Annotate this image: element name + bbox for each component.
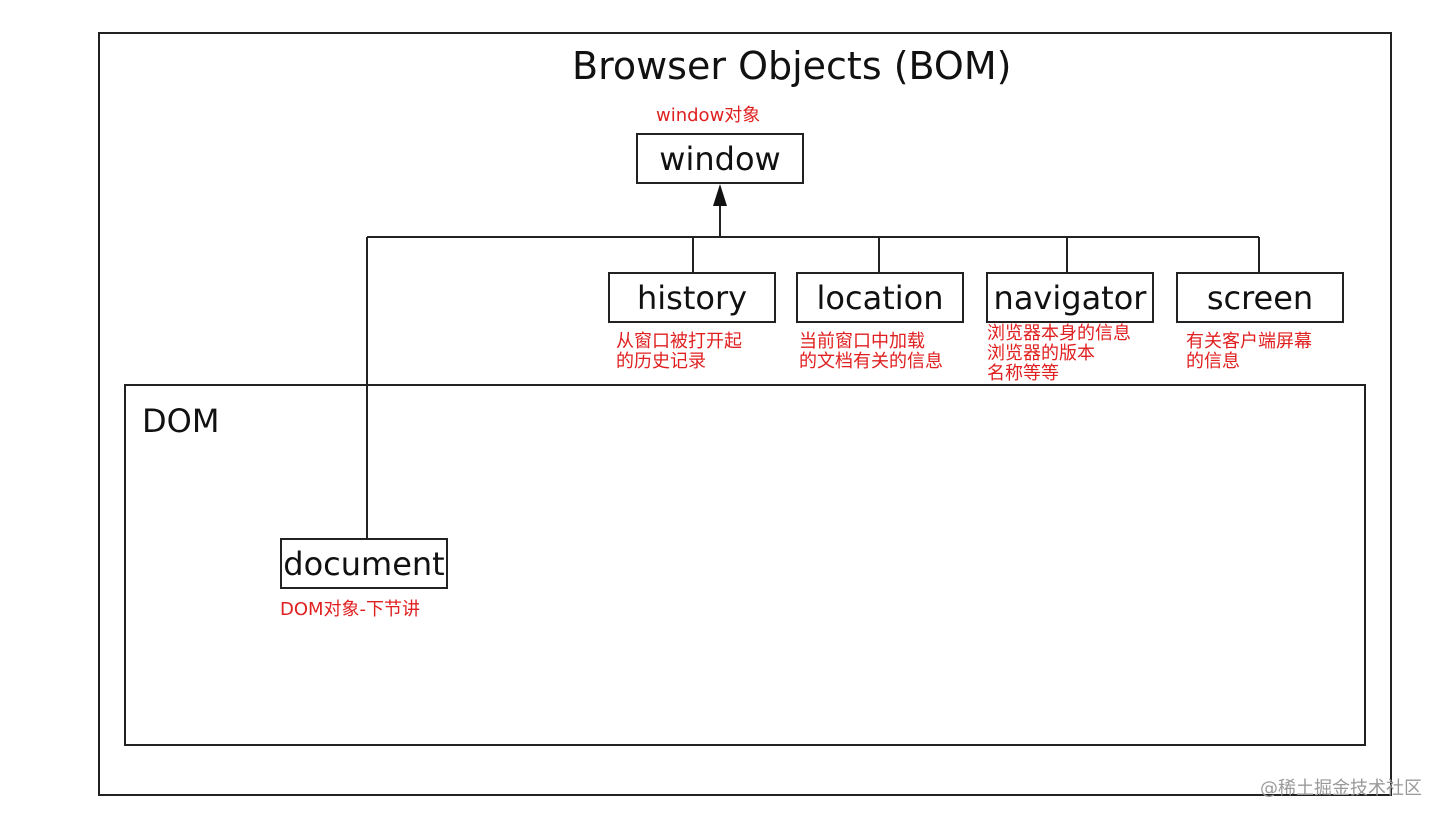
window-node: window xyxy=(636,133,804,184)
bom-frame xyxy=(98,32,1392,796)
document-annotation: DOM对象-下节讲 xyxy=(280,599,421,620)
screen-annotation: 有关客户端屏幕 的信息 xyxy=(1186,331,1312,372)
diagram-title: Browser Objects (BOM) xyxy=(572,44,1012,88)
screen-node: screen xyxy=(1176,272,1344,323)
dom-frame xyxy=(124,384,1366,746)
arrow-head-icon xyxy=(713,184,727,206)
window-annotation: window对象 xyxy=(656,105,761,126)
location-annotation: 当前窗口中加载 的文档有关的信息 xyxy=(799,331,943,372)
dom-label: DOM xyxy=(142,402,220,440)
history-annotation: 从窗口被打开起 的历史记录 xyxy=(616,331,742,372)
document-node: document xyxy=(280,538,448,589)
location-node: location xyxy=(796,272,964,323)
navigator-node: navigator xyxy=(986,272,1154,323)
navigator-annotation: 浏览器本身的信息 浏览器的版本 名称等等 xyxy=(987,323,1131,384)
history-node: history xyxy=(608,272,776,323)
watermark: @稀土掘金技术社区 xyxy=(1260,778,1422,799)
